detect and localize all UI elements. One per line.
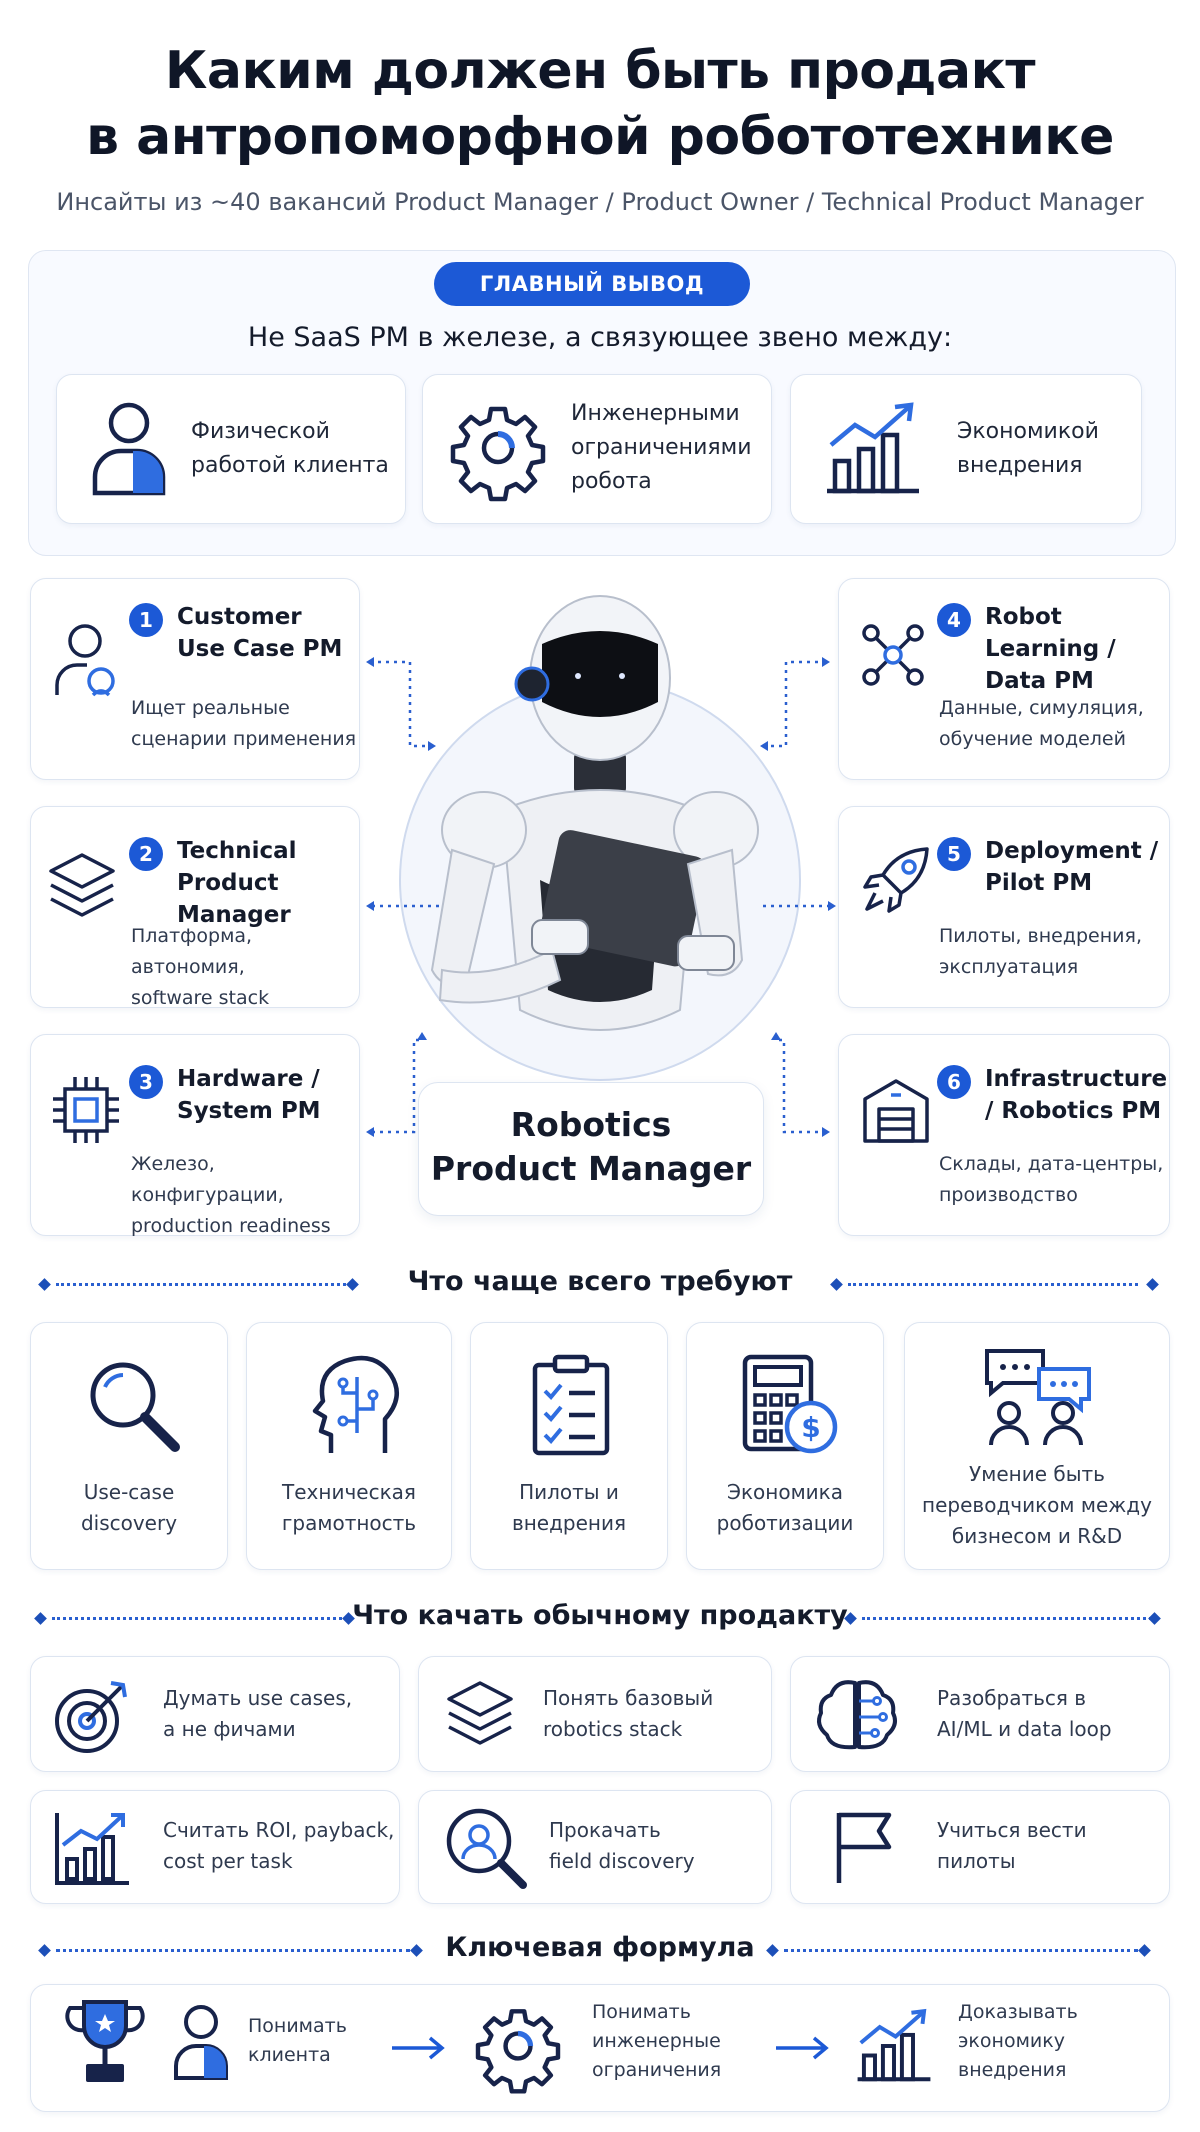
conclusion-card-engineering: Инженерными ограничениями робота — [422, 374, 772, 524]
growth-chart-icon — [857, 2008, 931, 2082]
formula-step-client: Понимать клиента — [248, 2015, 347, 2066]
requirements-heading: Что чаще всего требуют — [407, 1266, 793, 1297]
role-card-customer-use-case-pm: 1 Customer Use Case PM Ищет реальные сце… — [30, 578, 360, 780]
role-card-hardware-system-pm: 3 Hardware / System PM Железо, конфигура… — [30, 1034, 360, 1237]
brain-icon — [817, 1680, 897, 1750]
target-icon — [55, 1681, 127, 1753]
requirement-card-robotization-economics: $ Экономика роботизации — [686, 1322, 884, 1570]
role-card-robot-learning-data-pm: 4 Robot Learning / Data PM Данные, симул… — [838, 578, 1170, 780]
divider-line — [784, 1949, 1138, 1952]
rocket-icon — [863, 847, 929, 913]
svg-text:$: $ — [801, 1411, 820, 1444]
skill-card-ai-ml-data-loop: Разобраться в AI/ML и data loop — [790, 1656, 1170, 1772]
main-conclusion-lead: Не SaaS PM в железе, а связующее звено м… — [247, 322, 953, 353]
formula-step-engineering: Понимать инженерные ограничения — [592, 2001, 722, 2081]
chip-icon — [53, 1077, 119, 1143]
trophy-icon — [65, 2000, 145, 2082]
layers-icon — [447, 1681, 513, 1745]
arrow-right-icon — [392, 2036, 445, 2060]
gear-icon — [475, 2009, 561, 2094]
arrow-right-icon — [776, 2036, 829, 2060]
title-line-2: в антропоморфной робототехнике — [86, 107, 1114, 167]
checklist-icon — [532, 1354, 610, 1456]
layers-icon — [49, 853, 115, 917]
formula-heading: Ключевая формула — [445, 1932, 755, 1963]
role-number-badge: 6 — [937, 1065, 971, 1099]
divider-line — [56, 1949, 410, 1952]
divider-line — [848, 1283, 1138, 1286]
calculator-icon: $ — [742, 1354, 838, 1454]
skill-card-field-discovery: Прокачать field discovery — [418, 1790, 772, 1904]
main-conclusion-badge: ГЛАВНЫЙ ВЫВОД — [434, 262, 750, 306]
skill-card-pilots: Учиться вести пилоты — [790, 1790, 1170, 1904]
person-icon — [92, 402, 166, 496]
page-title: Каким должен быть продакт в антропоморфн… — [0, 38, 1200, 170]
robotics-pm-label: Robotics Product Manager — [418, 1082, 764, 1216]
requirement-card-technical-literacy: Техническая грамотность — [246, 1322, 452, 1570]
growth-chart-icon — [827, 402, 919, 494]
role-card-deployment-pilot-pm: 5 Deployment / Pilot PM Пилоты, внедрени… — [838, 806, 1170, 1008]
role-number-badge: 2 — [129, 837, 163, 871]
connector-lines — [366, 657, 836, 1137]
page-subtitle: Инсайты из ~40 вакансий Product Manager … — [56, 188, 1144, 216]
skill-card-use-cases: Думать use cases, а не фичами — [30, 1656, 400, 1772]
role-card-technical-pm: 2 Technical Product Manager Платформа, а… — [30, 806, 360, 1009]
warehouse-icon — [863, 1079, 929, 1143]
conclusion-card-economics: Экономикой внедрения — [790, 374, 1142, 524]
divider-line — [52, 1617, 342, 1620]
chart-icon — [55, 1813, 129, 1885]
user-icon — [55, 624, 115, 697]
role-number-badge: 3 — [129, 1065, 163, 1099]
skill-card-robotics-stack: Понять базовый robotics stack — [418, 1656, 772, 1772]
role-number-badge: 4 — [937, 603, 971, 637]
requirement-card-pilots: Пилоты и внедрения — [470, 1322, 668, 1570]
brain-circuit-icon — [312, 1355, 399, 1453]
magnifier-icon — [90, 1362, 180, 1452]
chat-people-icon — [985, 1349, 1091, 1446]
divider-line — [862, 1617, 1152, 1620]
network-icon — [862, 624, 924, 686]
conclusion-card-client: Физической работой клиента — [56, 374, 406, 524]
role-number-badge: 1 — [129, 603, 163, 637]
formula-panel — [30, 1984, 1170, 2112]
requirement-card-use-case-discovery: Use-case discovery — [30, 1322, 228, 1570]
role-number-badge: 5 — [937, 837, 971, 871]
divider-line — [56, 1283, 346, 1286]
requirement-card-business-rd-translator: Умение быть переводчиком между бизнесом … — [904, 1322, 1170, 1570]
role-card-infrastructure-robotics-pm: 6 Infrastructure / Robotics PM Склады, д… — [838, 1034, 1170, 1236]
title-line-1: Каким должен быть продакт — [164, 41, 1036, 101]
person-icon — [174, 2005, 228, 2080]
search-user-icon — [446, 1808, 527, 1889]
formula-step-economics: Доказывать экономику внедрения — [958, 2001, 1078, 2081]
gear-icon — [450, 406, 546, 502]
flag-icon — [836, 1812, 892, 1883]
skills-heading: Что качать обычному продакту — [352, 1600, 848, 1631]
robot-illustration — [399, 595, 801, 1081]
skill-card-roi: Считать ROI, payback, cost per task — [30, 1790, 400, 1904]
